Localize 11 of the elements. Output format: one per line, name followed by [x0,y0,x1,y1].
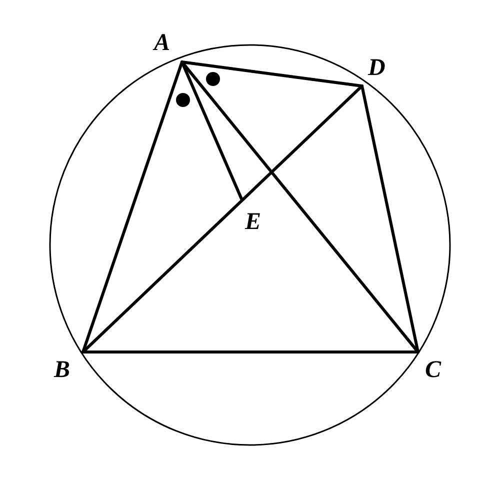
point-label: A [154,31,170,55]
point-label: B [54,358,70,382]
point-label: C [425,358,442,382]
line-segment [82,60,184,354]
line-segment [180,60,244,202]
line-segment [82,350,420,354]
line-segment [82,84,364,354]
line-segment [180,60,364,88]
point-label: D [368,56,386,80]
line-segment [360,84,420,354]
point-label: E [245,210,262,234]
